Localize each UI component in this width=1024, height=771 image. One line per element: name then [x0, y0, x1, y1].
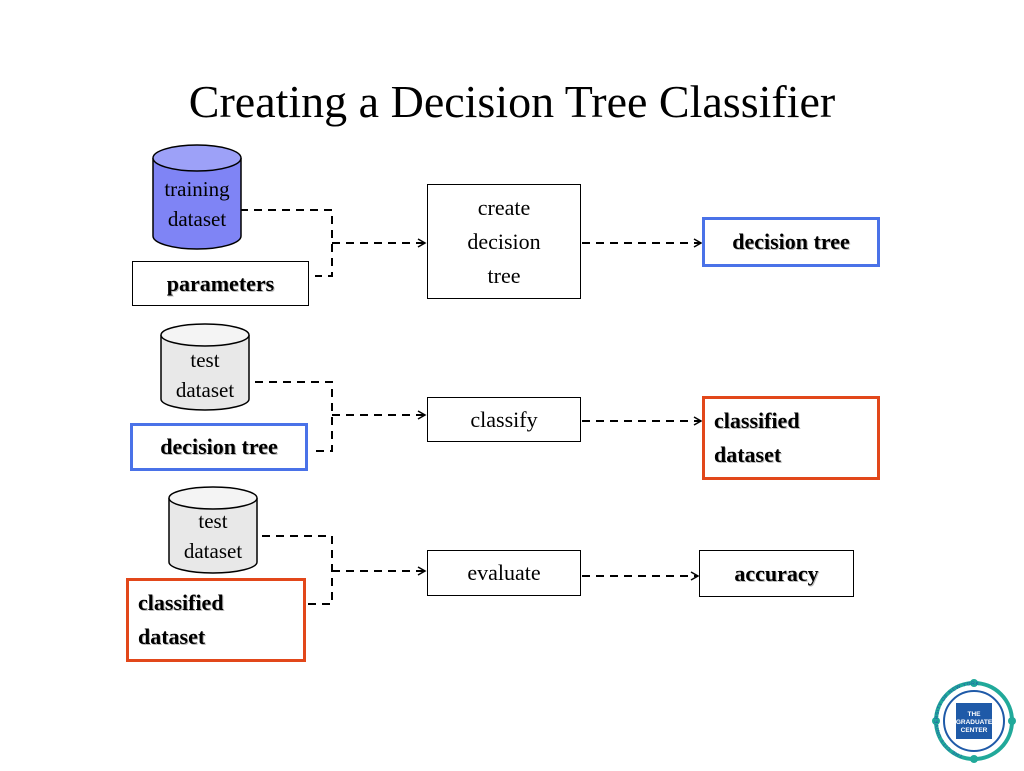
decision-tree-input-box: decision tree: [130, 423, 308, 471]
create-decision-tree-process: create decision tree: [427, 184, 581, 299]
decision-tree-output-label: decision tree: [732, 229, 850, 254]
cylinder-shape: [160, 323, 250, 411]
process-line2: decision: [467, 228, 541, 254]
slide-title: Creating a Decision Tree Classifier: [188, 76, 836, 127]
classify-label: classify: [470, 406, 538, 432]
cylinder-shape: [168, 486, 258, 574]
classified-input-line1: classified: [138, 590, 224, 615]
connector-test-dataset-1: [255, 381, 333, 452]
cylinder-label-line1: training: [164, 177, 230, 201]
graduate-center-logo: THE CITY UNIVERSITY OF NEW YORK THE GRAD…: [926, 676, 1022, 766]
parameters-box: parameters: [132, 261, 309, 306]
logo-text-line2: GRADUATE: [956, 719, 993, 726]
classify-process: classify: [427, 397, 581, 442]
process-line3: tree: [487, 262, 521, 288]
graduate-center-logo-mark: THE CITY UNIVERSITY OF NEW YORK THE GRAD…: [932, 679, 1016, 763]
logo-text-line1: THE: [968, 711, 982, 718]
test-dataset-cylinder-2: test dataset: [168, 486, 258, 574]
process-line1: create: [477, 194, 531, 220]
evaluate-label: evaluate: [467, 560, 541, 585]
classified-output-line2: dataset: [714, 442, 782, 467]
logo-text-line3: CENTER: [961, 727, 988, 734]
classified-output-line1: classified: [714, 408, 800, 433]
evaluate-process: evaluate: [427, 550, 581, 596]
classified-dataset-output-box: classified dataset: [702, 396, 880, 480]
decision-tree-input-label: decision tree: [160, 434, 278, 459]
connector-training-dataset: [240, 209, 333, 277]
cylinder-label-line2: dataset: [175, 378, 235, 402]
test-dataset-cylinder-1: test dataset: [160, 323, 250, 411]
classified-input-line2: dataset: [138, 624, 206, 649]
classified-dataset-input-box: classified dataset: [126, 578, 306, 662]
cylinder-label-line2: dataset: [183, 539, 243, 563]
cylinder-label-line1: test: [198, 509, 228, 533]
cylinder-shape: [152, 144, 242, 250]
parameters-label: parameters: [166, 270, 275, 296]
accuracy-output-box: accuracy: [699, 550, 854, 597]
cylinder-label-line2: dataset: [167, 207, 227, 231]
decision-tree-output-box: decision tree: [702, 217, 880, 267]
accuracy-label: accuracy: [734, 560, 819, 586]
cylinder-label-line1: test: [190, 348, 220, 372]
training-dataset-cylinder: training dataset: [152, 144, 242, 250]
